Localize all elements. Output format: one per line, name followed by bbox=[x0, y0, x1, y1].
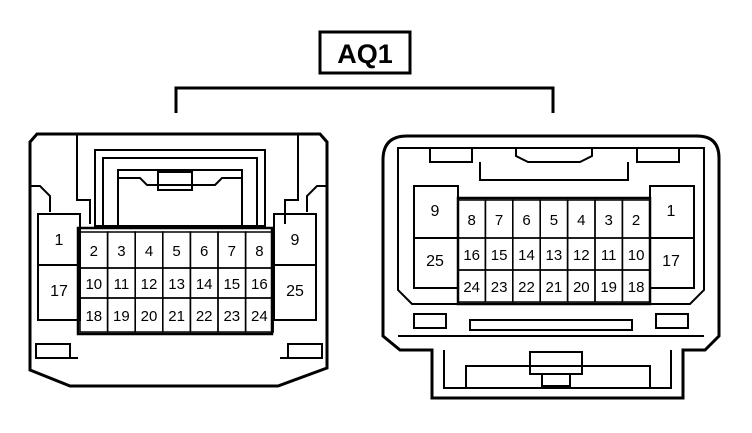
left-pin-19: 19 bbox=[113, 308, 130, 325]
right-pin-25: 25 bbox=[426, 253, 444, 270]
right-pin-9: 9 bbox=[431, 203, 440, 220]
right-pin-13: 13 bbox=[546, 247, 563, 264]
left-pin-12: 12 bbox=[141, 276, 158, 293]
right-pin-3: 3 bbox=[605, 212, 613, 229]
right-pin-5: 5 bbox=[550, 212, 558, 229]
title-box: AQ1 bbox=[318, 30, 412, 75]
left-pin-22: 22 bbox=[196, 308, 213, 325]
left-pin-8: 8 bbox=[255, 243, 263, 260]
left-pin-3: 3 bbox=[117, 243, 125, 260]
right-pin-grid: 8 7 6 5 4 3 2 16 15 14 13 12 11 10 24 23 22 21 20 19 18 bbox=[457, 199, 651, 303]
left-pin-23: 23 bbox=[223, 308, 240, 325]
bracket bbox=[174, 86, 555, 113]
right-pin-23: 23 bbox=[491, 279, 508, 296]
right-pin-8: 8 bbox=[468, 212, 476, 229]
right-pin-11: 11 bbox=[601, 247, 617, 264]
left-pin-16: 16 bbox=[251, 276, 268, 293]
right-pin-16: 16 bbox=[463, 247, 480, 264]
left-cell bbox=[244, 297, 274, 333]
right-pin-19: 19 bbox=[600, 279, 617, 296]
left-pin-11: 11 bbox=[114, 276, 130, 293]
right-cell bbox=[621, 269, 651, 303]
left-pin-5: 5 bbox=[172, 243, 180, 260]
right-pin-18: 18 bbox=[628, 279, 645, 296]
right-pin-24: 24 bbox=[463, 279, 480, 296]
right-side-labels: 9 1 25 17 bbox=[426, 203, 680, 270]
right-pin-20: 20 bbox=[573, 279, 590, 296]
left-pin-20: 20 bbox=[141, 308, 158, 325]
right-pin-7: 7 bbox=[495, 212, 503, 229]
right-pin-4: 4 bbox=[577, 212, 585, 229]
right-pin-17: 17 bbox=[662, 253, 680, 270]
right-pin-10: 10 bbox=[628, 247, 645, 264]
left-pin-4: 4 bbox=[145, 243, 153, 260]
right-pin-1: 1 bbox=[667, 203, 676, 220]
left-pin-14: 14 bbox=[196, 276, 213, 293]
right-connector bbox=[381, 134, 721, 400]
left-pin-17: 17 bbox=[50, 283, 68, 300]
title-label: AQ1 bbox=[337, 39, 393, 69]
right-pin-22: 22 bbox=[518, 279, 535, 296]
right-pin-2: 2 bbox=[632, 212, 640, 229]
left-pin-6: 6 bbox=[200, 243, 208, 260]
left-pin-13: 13 bbox=[168, 276, 185, 293]
left-pin-10: 10 bbox=[85, 276, 102, 293]
left-pin-18: 18 bbox=[85, 308, 102, 325]
left-pin-21: 21 bbox=[168, 308, 185, 325]
right-pin-14: 14 bbox=[518, 247, 535, 264]
left-side-labels: 1 9 17 25 bbox=[50, 232, 304, 300]
right-pin-12: 12 bbox=[573, 247, 590, 264]
right-pin-6: 6 bbox=[522, 212, 530, 229]
left-pin-25: 25 bbox=[286, 283, 304, 300]
left-pin-2: 2 bbox=[90, 243, 98, 260]
left-connector bbox=[28, 132, 329, 388]
left-pin-9: 9 bbox=[291, 232, 300, 249]
left-pin-7: 7 bbox=[228, 243, 236, 260]
left-pin-24: 24 bbox=[251, 308, 268, 325]
right-pin-21: 21 bbox=[546, 279, 563, 296]
left-pin-1: 1 bbox=[55, 232, 64, 249]
left-pin-15: 15 bbox=[223, 276, 240, 293]
right-pin-15: 15 bbox=[491, 247, 508, 264]
